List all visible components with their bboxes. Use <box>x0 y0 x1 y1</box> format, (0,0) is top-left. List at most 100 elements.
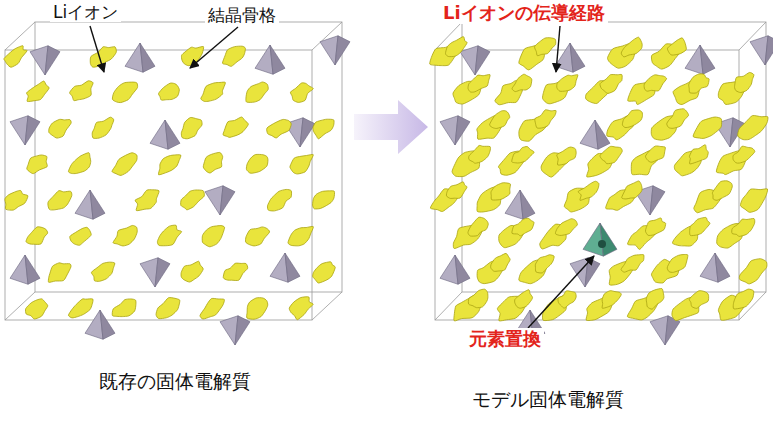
framework-tetrahedron-face <box>715 253 730 282</box>
framework-tetrahedron <box>150 120 180 149</box>
li-ion-density <box>159 83 180 100</box>
framework-tetrahedron <box>270 253 300 282</box>
framework-group <box>440 36 773 345</box>
framework-tetrahedron-face <box>90 190 105 219</box>
li-ion-density <box>667 38 686 55</box>
substitution-label: 元素置換 <box>466 328 544 350</box>
li-ion-density <box>5 190 28 210</box>
li-ion-density <box>491 253 511 271</box>
framework-tetrahedron <box>75 190 105 219</box>
li-ion-density <box>49 119 71 138</box>
framework-tetrahedron <box>440 255 470 284</box>
framework-tetrahedron-face <box>765 36 773 65</box>
panel-caption: 既存の固体電解質 <box>96 370 254 393</box>
li-ion-density <box>70 227 91 245</box>
li-ion-density <box>27 155 48 174</box>
framework-tetrahedron <box>685 45 715 74</box>
li-ion-density <box>135 190 159 211</box>
framework-group <box>10 36 350 345</box>
li-ion-density <box>621 37 642 57</box>
li-ion-density <box>26 227 48 245</box>
framework-tetrahedron-face <box>700 45 715 74</box>
li-ion-density <box>289 297 313 320</box>
li-ion-density <box>25 299 47 319</box>
electrolyte-panel: 既存の固体電解質 <box>0 20 350 405</box>
framework-tetrahedron <box>140 258 170 287</box>
li-ion-density <box>468 217 488 236</box>
ion-label: Liイオン <box>50 2 121 22</box>
framework-tetrahedron-face <box>455 255 470 284</box>
framework-tetrahedron <box>570 258 600 287</box>
li-ion-density <box>469 145 491 163</box>
li-ion-density <box>645 146 665 162</box>
li-ion-density <box>667 254 688 272</box>
electrolyte-panel: モデル固体電解質 <box>430 20 773 420</box>
li-ion-density <box>535 255 554 273</box>
li-ion-density <box>600 146 622 163</box>
leader-arrow <box>90 26 104 72</box>
framework-tetrahedron-face <box>25 255 40 284</box>
li-ion-density <box>245 227 269 246</box>
framework-tetrahedron-face <box>335 36 350 65</box>
li-ion-density <box>112 299 136 317</box>
leader-arrow <box>190 27 238 68</box>
li-ion-density <box>578 181 599 200</box>
li-ion-density <box>48 191 72 210</box>
framework-tetrahedron-face <box>650 186 665 215</box>
li-ion-density <box>267 189 291 211</box>
li-ion-density <box>313 262 336 283</box>
pathway-label: Liイオンの伝導経路 <box>440 2 608 24</box>
li-ion-density <box>557 147 576 165</box>
li-ion-density <box>290 83 313 103</box>
li-ion-density <box>468 289 488 308</box>
framework-tetrahedron <box>125 43 155 72</box>
li-ion-density <box>689 74 709 93</box>
li-ion-density <box>622 110 642 128</box>
li-ion-density <box>247 298 268 320</box>
cell-back-face <box>462 22 766 292</box>
framework-tetrahedron-face <box>155 258 170 287</box>
li-ion-group <box>430 37 768 321</box>
li-ion-density <box>690 217 710 235</box>
li-ion-density <box>535 38 556 56</box>
framework-tetrahedron <box>555 43 585 72</box>
li-ion-density <box>740 189 767 213</box>
framework-tetrahedron <box>440 116 470 145</box>
li-ion-density <box>27 81 50 102</box>
li-ion-density <box>645 218 665 236</box>
li-ion-density <box>446 37 468 57</box>
framework-tetrahedron <box>10 255 40 284</box>
transition-arrow <box>354 100 428 154</box>
li-ion-density <box>555 219 577 236</box>
framework-tetrahedron-face <box>570 43 585 72</box>
li-ion-density <box>667 109 689 129</box>
li-ion-density <box>48 263 71 283</box>
framework-tetrahedron <box>30 46 60 75</box>
li-ion-density <box>490 111 510 129</box>
cell-edge <box>5 22 35 50</box>
li-ion-density <box>181 190 205 210</box>
li-ion-density <box>68 299 93 318</box>
substituted-tetrahedron-face <box>600 223 617 256</box>
framework-tetrahedron <box>460 46 490 75</box>
framework-label: 結晶骨格 <box>205 5 279 25</box>
li-ion-density <box>622 181 642 199</box>
framework-tetrahedron-face <box>140 43 155 72</box>
li-ion-density <box>288 226 313 245</box>
li-ion-density <box>512 74 532 91</box>
cell-edge <box>312 292 342 320</box>
framework-tetrahedron <box>700 253 730 282</box>
li-ion-density <box>92 117 114 138</box>
li-ion-density <box>223 263 247 280</box>
li-ion-density <box>689 145 708 164</box>
li-ion-density <box>181 46 203 65</box>
li-ion-density <box>201 82 226 101</box>
framework-tetrahedron <box>10 116 40 145</box>
li-ion-density <box>246 82 268 102</box>
li-ion-density <box>512 218 534 236</box>
cell-back-face <box>35 22 342 292</box>
li-ion-density <box>113 225 137 245</box>
panel-caption: モデル固体電解質 <box>469 388 627 411</box>
li-ion-density <box>267 119 292 138</box>
